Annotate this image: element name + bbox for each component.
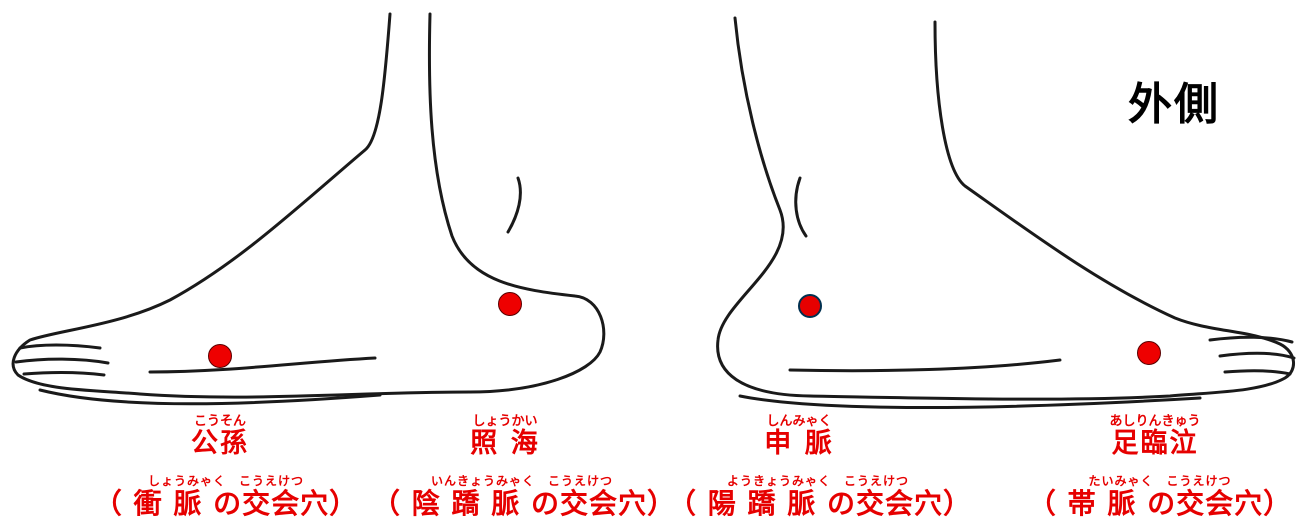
left-toe-line-3 [24, 373, 104, 375]
confluence-text: （ 衝 脈 の交会穴） [76, 488, 376, 520]
acupoint-name: 申 脈 [744, 429, 854, 459]
acupoint-label-shenmai: しんみゃく 申 脈 [744, 414, 854, 459]
right-arch-line [790, 360, 1060, 371]
confluence-ruby: しょうみゃく こうえけつ [76, 474, 376, 488]
outer-side-label: 外側 [1128, 68, 1220, 132]
confluence-ruby: たいみゃく こうえけつ [1020, 474, 1300, 488]
acupoint-name: 足臨泣 [1090, 429, 1220, 459]
acupoint-gongsun-marker [208, 344, 232, 368]
acupoint-name: 照 海 [450, 429, 560, 459]
left-toe-line-2 [16, 359, 108, 363]
confluence-text: （ 帯 脈 の交会穴） [1020, 488, 1300, 520]
confluence-label-yangqiao: ようきょうみゃく こうえけつ （ 陽 蹻 脈 の交会穴） [668, 474, 968, 520]
acupoint-label-gongsun: こうそん 公孫 [170, 414, 270, 459]
confluence-label-chong: しょうみゃく こうえけつ （ 衝 脈 の交会穴） [76, 474, 376, 520]
acupoint-label-zhaohai: しょうかい 照 海 [450, 414, 560, 459]
acupoint-ruby: あしりんきゅう [1090, 414, 1220, 429]
left-arch-line [150, 358, 375, 372]
acupoint-zulinqi-marker [1137, 341, 1161, 365]
acupoint-zhaohai-marker [498, 292, 522, 316]
confluence-text: （ 陰 蹻 脈 の交会穴） [372, 488, 672, 520]
right-toe-line-2 [1220, 353, 1294, 358]
acupoint-shenmai-marker [798, 294, 822, 318]
confluence-ruby: いんきょうみゃく こうえけつ [372, 474, 672, 488]
acupoint-label-zulinqi: あしりんきゅう 足臨泣 [1090, 414, 1220, 459]
left-foot-outline [13, 14, 604, 397]
acupoint-name: 公孫 [170, 429, 270, 459]
left-toe-line-1 [20, 345, 100, 348]
confluence-label-yinqiao: いんきょうみゃく こうえけつ （ 陰 蹻 脈 の交会穴） [372, 474, 672, 520]
acupoint-ruby: こうそん [170, 414, 270, 429]
right-ankle-bone [796, 178, 806, 236]
confluence-label-dai: たいみゃく こうえけつ （ 帯 脈 の交会穴） [1020, 474, 1300, 520]
right-toe-line-3 [1225, 371, 1290, 374]
acupoint-ruby: しんみゃく [744, 414, 854, 429]
confluence-text: （ 陽 蹻 脈 の交会穴） [668, 488, 968, 520]
left-ankle-bone [508, 178, 520, 232]
confluence-ruby: ようきょうみゃく こうえけつ [668, 474, 968, 488]
acupoint-ruby: しょうかい [450, 414, 560, 429]
right-toe-line-1 [1210, 337, 1292, 342]
